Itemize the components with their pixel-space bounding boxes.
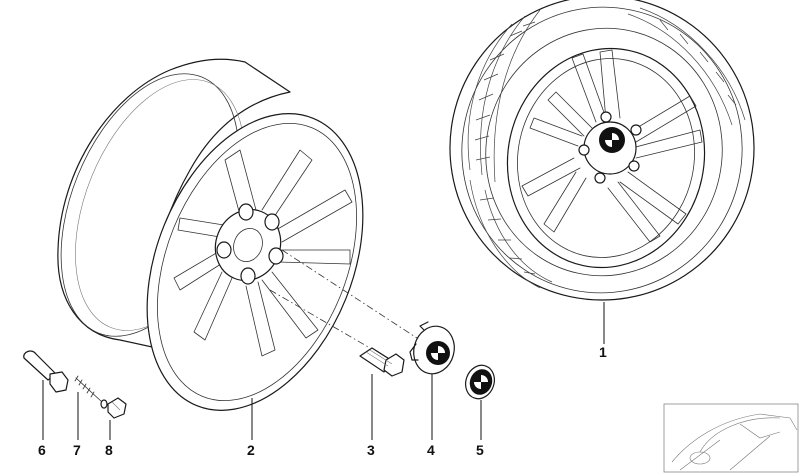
callout-8: 8 (105, 442, 113, 458)
roundel-emblem-icon[interactable] (461, 361, 499, 403)
leader-lines (42, 302, 605, 440)
valve-core-icon[interactable] (74, 375, 108, 409)
callout-1: 1 (599, 344, 607, 360)
wheel-bolt-icon[interactable] (359, 347, 405, 377)
callout-5: 5 (476, 442, 484, 458)
tire-valve-icon[interactable] (23, 350, 69, 393)
valve-cap-icon[interactable] (107, 397, 127, 419)
complete-wheel-tire-icon[interactable] (422, 0, 783, 328)
callout-3: 3 (367, 442, 375, 458)
assembly-line (269, 249, 421, 349)
callout-4: 4 (427, 442, 435, 458)
callout-7: 7 (73, 442, 81, 458)
vehicle-thumbnail-icon (663, 403, 799, 473)
alloy-rim-icon[interactable] (26, 48, 404, 443)
callout-2: 2 (247, 442, 255, 458)
callout-6: 6 (38, 442, 46, 458)
hub-cap-emblem-icon[interactable] (408, 321, 459, 379)
